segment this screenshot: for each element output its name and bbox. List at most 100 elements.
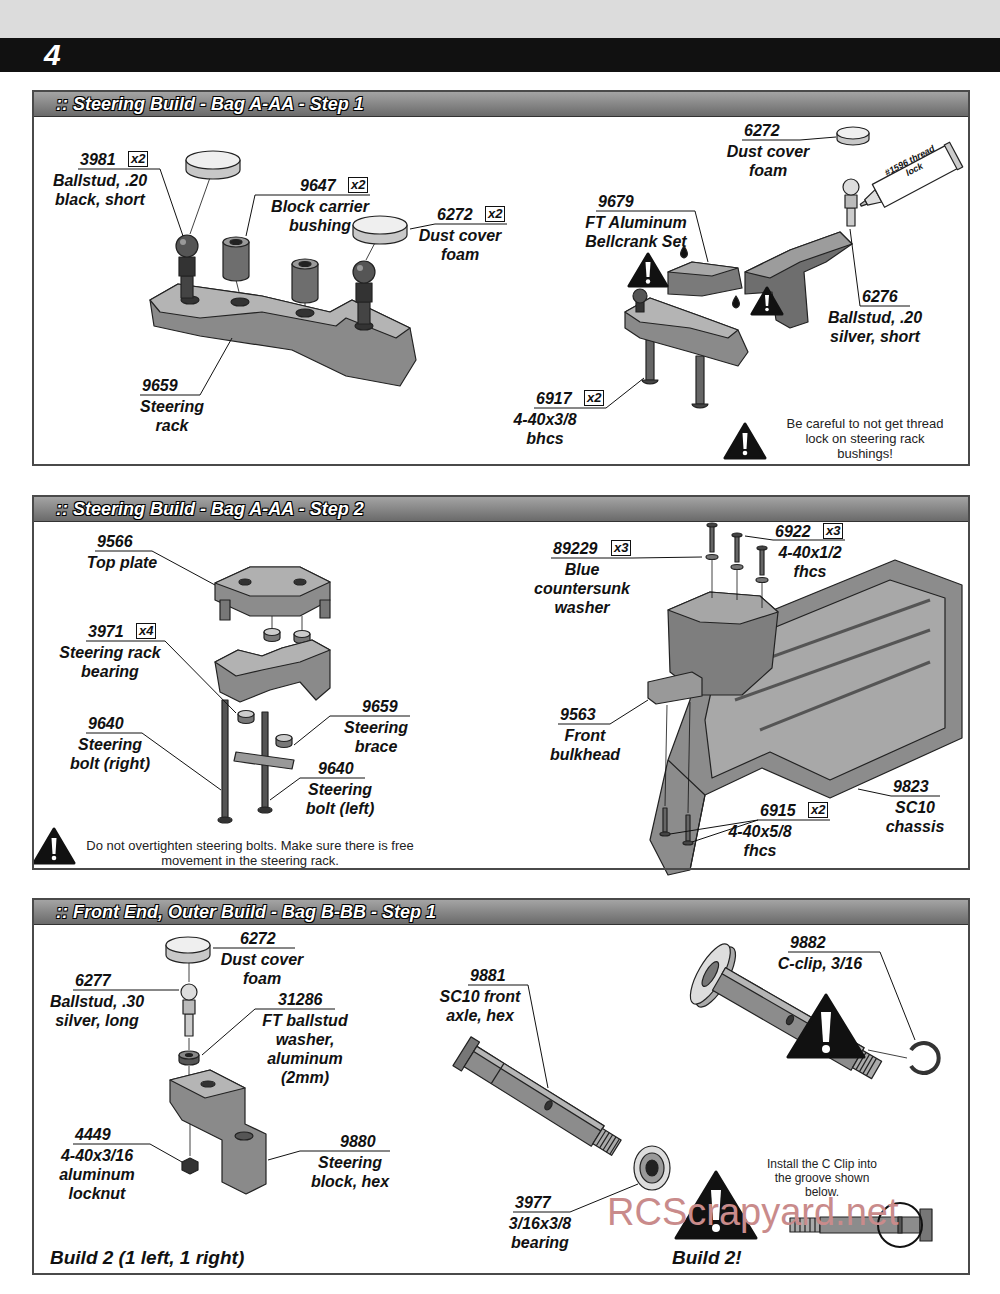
locknut (182, 1158, 198, 1174)
bellcrank (668, 262, 742, 296)
thread-lock-tube (944, 142, 962, 170)
steering-rack (625, 298, 748, 366)
warning-symbol (821, 1012, 831, 1042)
bearing (294, 631, 310, 638)
top-plate (320, 600, 330, 618)
steering-block (235, 1132, 253, 1140)
front-bulkhead (648, 672, 702, 704)
steering-block (170, 1070, 245, 1098)
warning-symbol (34, 829, 74, 863)
bushing (299, 262, 311, 267)
dust-foam (837, 127, 869, 139)
warning-symbol (725, 424, 765, 458)
part-number: 9647 (300, 176, 336, 195)
dust-foam (186, 151, 240, 169)
quantity-badge: x3 (611, 540, 631, 556)
part-name: 4-40x1/2 fhcs (765, 543, 855, 581)
leader-line (73, 137, 940, 1212)
warning-symbol (822, 1045, 830, 1053)
assembly-line (737, 570, 738, 600)
ballstud (353, 261, 375, 283)
warning-symbol (743, 451, 748, 456)
part-name: Steering brace (331, 718, 421, 756)
page-number-band: 4 (0, 38, 1000, 72)
part-name: C-clip, 3/16 (760, 954, 880, 973)
part-number: 9881 (470, 966, 506, 985)
bearing (640, 1153, 664, 1183)
part-number: 6272 (437, 205, 473, 224)
part-number: 3977 (515, 1193, 551, 1212)
part-number: 6922 (775, 522, 811, 541)
ballstud (179, 257, 195, 276)
front-axle (596, 1131, 619, 1155)
part-name: Steering rack (127, 397, 217, 435)
screw (760, 548, 764, 575)
steering-assembly (668, 592, 778, 624)
part-name: 4-40x3/8 bhcs (500, 410, 590, 448)
front-axle (543, 1099, 553, 1111)
assembly-line (302, 616, 303, 630)
page-number: 4 (0, 38, 1000, 72)
warning-symbol (788, 995, 864, 1057)
part-name: 4-40x3/16 aluminum locknut (42, 1146, 152, 1203)
bearing (634, 1146, 670, 1190)
part-name: 3/16x3/8 bearing (490, 1214, 590, 1252)
screw (735, 535, 739, 562)
top-margin-band (0, 0, 1000, 38)
part-name: Block carrier bushing (255, 197, 385, 235)
steering-block (201, 1081, 215, 1087)
screw (710, 525, 714, 552)
top-plate (220, 600, 230, 620)
front-axle (474, 1046, 604, 1131)
chassis (650, 560, 962, 875)
part-number: 9659 (362, 697, 398, 716)
ballstud (181, 276, 193, 298)
front-axle (491, 1063, 504, 1083)
quantity-badge: x3 (823, 523, 843, 539)
ballstud (183, 1000, 195, 1014)
front-axle (453, 1037, 625, 1162)
leader-line (558, 700, 648, 724)
steering-bolt (222, 700, 228, 818)
front-axle (683, 939, 894, 1100)
bushing (223, 237, 249, 247)
part-name: Steering rack bearing (45, 643, 175, 681)
steering-bolt (218, 817, 232, 823)
assembly-line (712, 560, 713, 598)
part-name: Ballstud, .20 silver, short (815, 308, 935, 346)
part-number: 9679 (598, 192, 634, 211)
part-name: FT ballstud washer, aluminum (2mm) (253, 1011, 358, 1087)
quantity-badge: x2 (584, 390, 604, 406)
leader-line (213, 948, 295, 949)
screw (696, 356, 704, 404)
part-number: 6272 (240, 929, 276, 948)
thread-lock-tube (860, 201, 867, 207)
part-name: SC10 chassis (875, 798, 955, 836)
part-name: Ballstud, .30 silver, long (37, 992, 157, 1030)
top-plate (215, 567, 330, 596)
leader-line (140, 338, 232, 395)
part-name: Front bulkhead (535, 726, 635, 764)
thread-lock-tube (854, 142, 963, 217)
assembly-line (762, 583, 763, 608)
part-name: FT Aluminum Bellcrank Set (571, 213, 701, 251)
bushing (292, 259, 318, 269)
part-name: Steering block, hex (300, 1153, 400, 1191)
part-number: 6915 (760, 801, 796, 820)
ballstud (843, 179, 859, 195)
part-name: Ballstud, .20 black, short (40, 171, 160, 209)
bellcrank-parts (625, 127, 963, 408)
bearing (646, 1160, 658, 1176)
assembly-line (272, 616, 273, 628)
washer (756, 578, 768, 583)
assembly-line (190, 172, 212, 234)
top-plate (239, 579, 251, 585)
leader-line (850, 229, 910, 306)
screw (707, 523, 717, 527)
part-number: 6277 (75, 971, 111, 990)
assembly-line (272, 616, 302, 630)
steering-rack-parts (150, 151, 416, 386)
steering-block (170, 1070, 266, 1194)
warning-note: Be careful to not get thread lock on ste… (785, 416, 945, 461)
